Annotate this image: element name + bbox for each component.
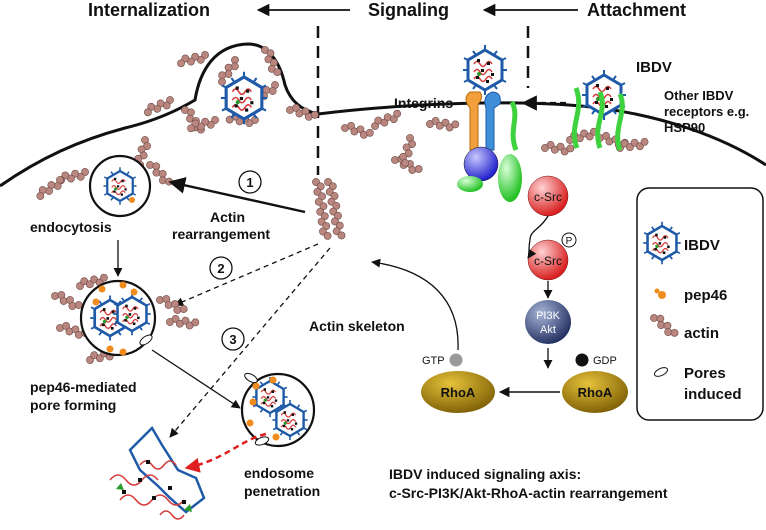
endocytic-vesicle: [88, 154, 152, 218]
csrc-p-node: [527, 239, 569, 281]
legend-item-actin: actin: [684, 325, 719, 342]
integrin-intracellular-blue: [463, 146, 499, 182]
gtp-label: GTP: [422, 355, 445, 367]
csrc-p-label: c-Src: [534, 254, 562, 268]
csrc-label: c-Src: [534, 190, 562, 204]
pore-label-line2: pore forming: [30, 397, 116, 413]
other-receptors-line1: Other IBDV: [664, 88, 734, 103]
arrow-pore-to-endosome: [151, 349, 241, 409]
endosome-label-line2: penetration: [244, 483, 320, 499]
arrow-rhoa-to-actin: [371, 258, 459, 351]
actin-skeleton-label: Actin skeleton: [309, 318, 405, 334]
actin-rearr-line1: Actin: [210, 209, 245, 225]
phospho-badge: [561, 232, 577, 248]
pi3k-label: PI3K: [536, 310, 561, 322]
legend-item-pores: Pores: [684, 365, 726, 382]
rhoa-gdp-node: [562, 371, 628, 413]
rhoa-gdp-label: RhoA: [578, 385, 613, 400]
gtp-marker: [449, 353, 463, 367]
gdp-label: GDP: [593, 355, 617, 367]
stage-signaling: Signaling: [368, 0, 449, 20]
legend-item-pores-line2: induced: [684, 386, 742, 403]
other-receptors-line3: HSP90: [664, 120, 705, 135]
endocytosis-label: endocytosis: [30, 219, 112, 235]
stage-attachment: Attachment: [587, 0, 686, 20]
step2-label: 2: [217, 261, 224, 276]
integrin-beta: [484, 91, 501, 151]
endosome-vesicle: [240, 372, 316, 448]
pep46-icon: [654, 288, 666, 299]
receptor-green-1: [509, 100, 519, 151]
arrow-to-csrc-p: [527, 239, 537, 259]
arrow-step2: [174, 243, 319, 306]
arrow-csrc-phos: [529, 215, 549, 241]
step1-label: 1: [246, 175, 253, 190]
endosome-label-line1: endosome: [244, 465, 314, 481]
released-viral-genome: [109, 425, 206, 520]
actin-rearr-line2: rearrangement: [172, 226, 270, 242]
akt-label: Akt: [540, 324, 556, 336]
actin-bundle-central: [311, 176, 347, 242]
step2-badge: [209, 256, 233, 280]
gdp-marker: [575, 353, 589, 367]
rhoa-gtp-node: [421, 371, 495, 413]
actin-cortex-left: [32, 43, 320, 202]
step3-badge: [221, 327, 245, 351]
legend-item-pep46: pep46: [684, 287, 727, 304]
step3-label: 3: [229, 332, 236, 347]
receptor-green-2: [571, 87, 582, 149]
integrin-alpha: [465, 91, 483, 151]
legend-box: IBDV pep46 actin Pores induced: [636, 187, 764, 421]
step1-badge: [238, 170, 262, 194]
arrow-endosome-to-release: [184, 432, 267, 473]
rhoa-gtp-label: RhoA: [441, 385, 476, 400]
phospho-label: P: [566, 236, 573, 247]
integrins-label: Integrins: [394, 95, 453, 111]
virion-attaching: [461, 43, 509, 97]
axis-caption-line1: IBDV induced signaling axis:: [389, 466, 581, 482]
stage-internalization: Internalization: [88, 0, 210, 20]
integrin-intracellular-green-small: [457, 176, 483, 192]
integrin-intracellular-green: [498, 154, 522, 202]
other-receptors-line2: receptors e.g.: [664, 104, 749, 119]
legend-item-ibdv: IBDV: [684, 237, 720, 254]
pore-label-line1: pep46-mediated: [30, 379, 137, 395]
axis-caption-line2: c-Src-PI3K/Akt-RhoA-actin rearrangement: [389, 485, 668, 501]
receptor-green-4: [615, 92, 625, 151]
ibdv-label-top: IBDV: [636, 59, 672, 76]
pore-icon: [653, 367, 669, 377]
receptor-green-3: [595, 91, 605, 149]
pi3k-akt-node: [525, 300, 571, 344]
pore-forming-vesicle: [49, 273, 200, 365]
arrow-step1: [168, 177, 306, 214]
